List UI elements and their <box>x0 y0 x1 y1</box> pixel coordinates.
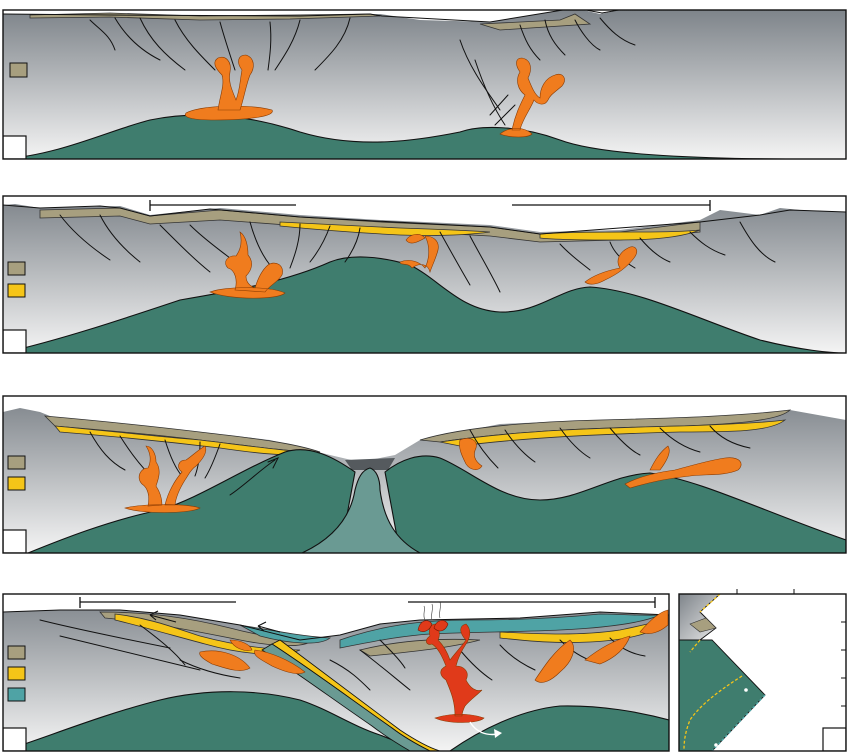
panel-a-frame <box>2 9 847 160</box>
prerift-sediment-layer <box>689 617 717 633</box>
panel-c <box>3 396 846 553</box>
synrift-boundary-dashed <box>683 594 743 751</box>
synrift-sediment-layer <box>439 419 787 447</box>
marker-dot <box>744 688 748 692</box>
legend-swatch-prerift <box>7 455 26 470</box>
prerift-sediment-layer <box>479 13 592 31</box>
mantle-dome <box>449 705 669 751</box>
panel-b-frame <box>2 195 847 354</box>
magma-intrusion <box>584 246 637 285</box>
volcanic-plume-smoke <box>423 601 441 621</box>
mantle-dome <box>3 256 846 353</box>
magma-intrusion <box>254 649 306 674</box>
axis-ticks <box>736 589 846 707</box>
synrift-sediment-layer <box>279 221 491 236</box>
scale-bar <box>512 200 711 211</box>
panel-d <box>3 594 669 751</box>
magma-intrusion <box>584 635 631 665</box>
scale-bar <box>149 200 296 211</box>
legend-swatch-synrift <box>7 283 26 298</box>
volcano <box>417 620 433 632</box>
prerift-sediment-layer <box>358 638 481 657</box>
panel-e-frame <box>678 593 847 752</box>
mantle-wedge <box>679 639 766 751</box>
mantle-dome <box>3 114 846 159</box>
slip-arrow <box>149 610 177 623</box>
magma-intrusion <box>534 639 574 683</box>
magma-intrusion <box>214 54 254 111</box>
ocean-water <box>345 458 395 470</box>
legend-swatch-prerift <box>7 261 26 276</box>
panel-a-label-box <box>3 135 27 159</box>
magma-intrusion <box>399 234 439 274</box>
panel-b-label-box <box>3 329 27 353</box>
panel-d-frame <box>2 593 670 752</box>
oceanic-ridge <box>301 467 421 553</box>
magma-intrusion <box>124 445 207 513</box>
subducting-slab <box>261 643 431 751</box>
slip-arrow <box>257 621 281 633</box>
magma-intrusion <box>639 609 669 634</box>
panel-e-label-box <box>822 727 846 751</box>
magma-intrusion <box>209 231 286 299</box>
panel-b <box>3 196 846 353</box>
legend-swatch-postrift <box>7 687 26 702</box>
mantle-plume <box>426 623 485 723</box>
legend-swatch-synrift <box>7 476 26 491</box>
magma-intrusion <box>199 650 251 671</box>
marker-dot <box>714 743 718 747</box>
magma-intrusion <box>229 639 253 651</box>
panel-c-label-box <box>3 529 27 553</box>
volcano <box>433 620 449 632</box>
synrift-sediment-layer <box>54 425 321 456</box>
mantle-dome <box>3 691 421 751</box>
panel-c-frame <box>2 395 847 554</box>
panel-a <box>3 10 846 159</box>
magma-intrusion <box>624 445 742 489</box>
synrift-sediment-layer <box>114 613 301 655</box>
marker-dot <box>736 660 740 664</box>
postrift-boundary-dashed <box>711 694 766 751</box>
legend-swatch-prerift <box>9 62 28 78</box>
scale-bar <box>79 597 236 608</box>
panel-d-label-box <box>3 727 27 751</box>
legend-swatch-prerift <box>7 645 26 660</box>
magma-intrusion <box>499 57 565 138</box>
synrift-sediment-layer <box>539 229 701 241</box>
magma-intrusion <box>459 438 483 470</box>
legend-swatch-synrift <box>7 666 26 681</box>
panel-e <box>679 594 846 751</box>
scale-bar <box>408 597 656 608</box>
mantle-dome <box>384 455 846 553</box>
mantle-dome <box>27 449 356 553</box>
